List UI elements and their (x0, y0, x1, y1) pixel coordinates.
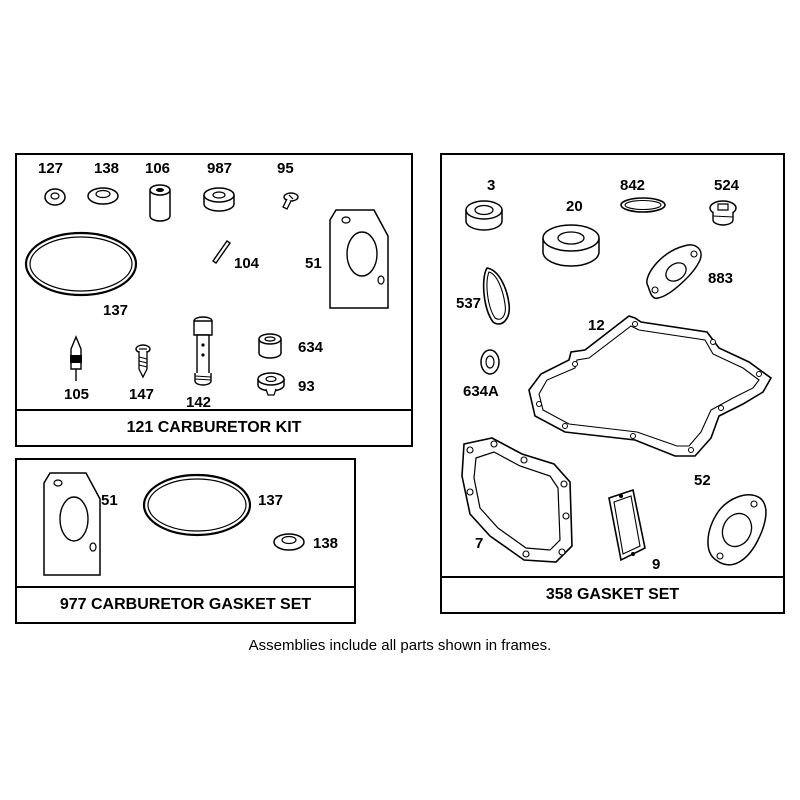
part-95-screw (278, 191, 300, 211)
carburetor-gasket-set-title: 977 CARBURETOR GASKET SET (17, 586, 354, 622)
label-987: 987 (207, 160, 233, 177)
part-104-pin (209, 237, 233, 267)
part-842-gasket (619, 195, 667, 215)
label-105: 105 (64, 386, 90, 403)
part-9-gasket (605, 486, 649, 566)
label-20: 20 (566, 198, 583, 215)
label-634a: 634A (463, 383, 499, 400)
label-106: 106 (145, 160, 171, 177)
part-7-head-gasket (458, 436, 578, 568)
label-138: 138 (94, 160, 120, 177)
label-137: 137 (103, 302, 129, 319)
part-12-crankcase-gasket (525, 312, 777, 462)
part-51-flange-gasket (326, 206, 394, 312)
label-52: 52 (694, 472, 711, 489)
label-137: 137 (258, 492, 284, 509)
assemblies-note: Assemblies include all parts shown in fr… (248, 637, 552, 654)
part-142-tube (189, 315, 217, 389)
label-524: 524 (714, 177, 740, 194)
label-93: 93 (298, 378, 315, 395)
label-7: 7 (475, 535, 484, 552)
part-138-washer (86, 184, 120, 206)
part-20-oil-seal (540, 222, 602, 270)
label-3: 3 (487, 177, 496, 194)
part-105-needle (70, 335, 82, 385)
label-634: 634 (298, 339, 324, 356)
part-634-bushing (256, 331, 284, 361)
label-842: 842 (620, 177, 646, 194)
part-147-screw (133, 343, 153, 383)
label-138: 138 (313, 535, 339, 552)
label-104: 104 (234, 255, 260, 272)
part-537-gasket (479, 264, 513, 328)
part-883-gasket (640, 242, 706, 302)
label-883: 883 (708, 270, 734, 287)
part-524-plug (707, 198, 739, 228)
gasket-set-title: 358 GASKET SET (442, 576, 783, 612)
label-51: 51 (101, 492, 118, 509)
part-3-oil-seal (463, 199, 505, 233)
label-12: 12 (588, 317, 605, 334)
carburetor-kit-title: 121 CARBURETOR KIT (17, 409, 411, 445)
part-987-ring (202, 186, 236, 214)
part-106-bushing (147, 182, 173, 224)
label-51: 51 (305, 255, 322, 272)
part-137-o-ring (23, 230, 139, 298)
label-127: 127 (38, 160, 64, 177)
label-9: 9 (652, 556, 661, 573)
part-52-gasket (702, 490, 770, 574)
label-537: 537 (456, 295, 482, 312)
part-51-flange-gasket (40, 469, 104, 579)
part-127-washer (42, 183, 68, 209)
part-138-washer (272, 530, 306, 552)
label-95: 95 (277, 160, 294, 177)
label-142: 142 (186, 394, 212, 411)
part-137-o-ring (141, 472, 253, 538)
part-634a-seal (478, 347, 502, 377)
part-93-nut (254, 369, 288, 397)
label-147: 147 (129, 386, 155, 403)
